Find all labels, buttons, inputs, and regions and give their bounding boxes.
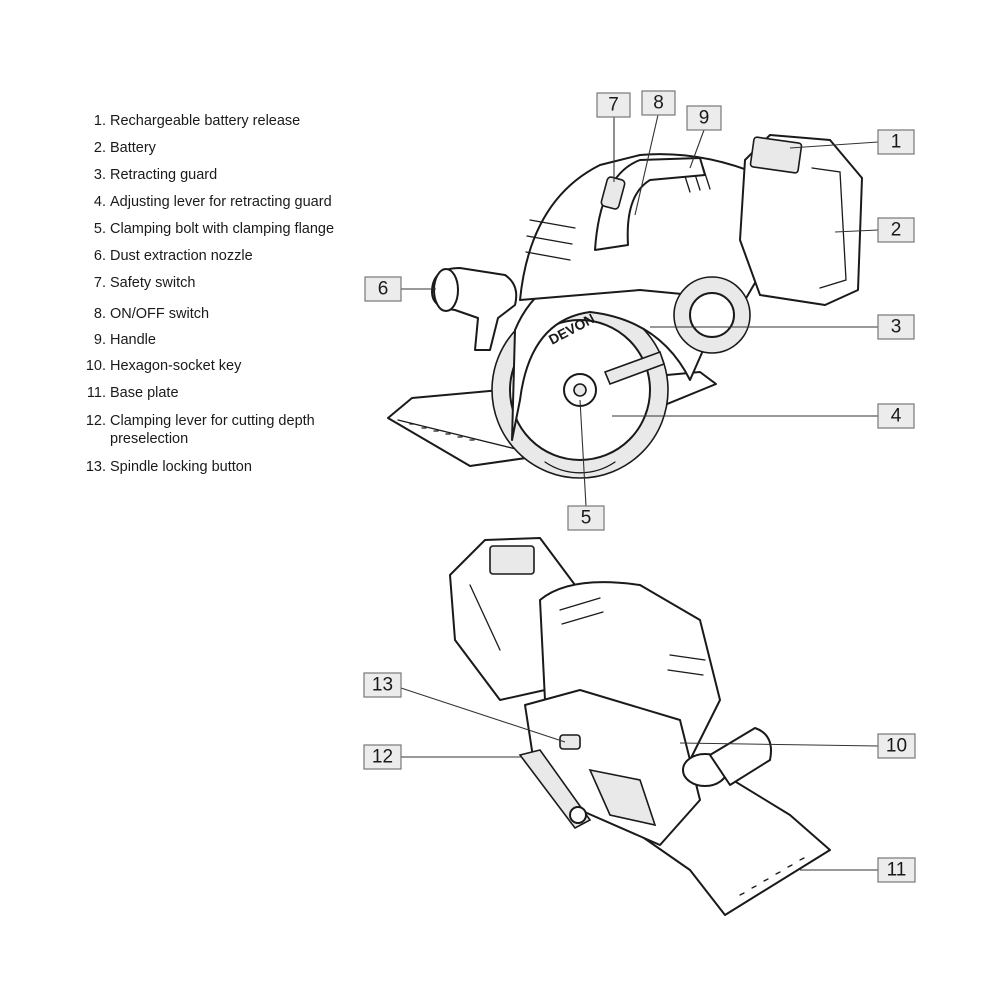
legend-item-11: 11.Base plate [86, 385, 179, 401]
legend-item-9: 9.Handle [93, 332, 156, 348]
legend-item-13: 13.Spindle locking button [85, 459, 252, 475]
callout-1: 1 [877, 129, 915, 155]
circular-saw-side-view-icon: DEVON [387, 134, 863, 479]
svg-text:13: 13 [372, 675, 393, 696]
svg-text:7: 7 [608, 95, 619, 116]
legend-item-4: 4.Adjusting lever for retracting guard [93, 194, 332, 210]
svg-text:1: 1 [891, 132, 902, 153]
callout-13: 13 [363, 672, 402, 698]
svg-text:3: 3 [891, 317, 902, 338]
callout-2: 2 [877, 217, 915, 243]
legend-item-3: 3.Retracting guard [93, 167, 218, 183]
callout-6: 6 [364, 276, 402, 302]
legend-item-8: 8.ON/OFF switch [93, 306, 210, 322]
legend-item-1: 1.Rechargeable battery release [93, 113, 301, 129]
circular-saw-rear-view-icon [449, 537, 831, 916]
svg-text:5: 5 [581, 508, 592, 529]
callout-4: 4 [877, 403, 915, 429]
callout-5: 5 [567, 505, 605, 531]
callout-12: 12 [363, 744, 402, 770]
legend-item-5: 5.Clamping bolt with clamping flange [93, 221, 335, 237]
callout-9: 9 [686, 105, 722, 131]
svg-text:6: 6 [378, 279, 389, 300]
svg-text:4: 4 [891, 406, 902, 427]
svg-text:10: 10 [886, 736, 907, 757]
callout-11: 11 [877, 857, 916, 883]
legend-item-6: 6.Dust extraction nozzle [93, 248, 253, 264]
callout-8: 8 [641, 90, 676, 116]
leader-lines [400, 114, 879, 871]
legend-item-7: 7.Safety switch [93, 275, 196, 291]
svg-text:9: 9 [699, 108, 710, 129]
svg-text:8: 8 [653, 93, 664, 114]
legend-item-2: 2.Battery [93, 140, 156, 156]
svg-text:12: 12 [372, 747, 393, 768]
legend-item-10: 10.Hexagon-socket key [85, 358, 242, 374]
legend-item-12: 12.Clamping lever for cutting depth pres… [85, 413, 315, 447]
callout-10: 10 [877, 733, 916, 759]
callout-7: 7 [596, 92, 631, 118]
svg-text:11: 11 [887, 860, 907, 881]
callout-3: 3 [877, 314, 915, 340]
svg-text:2: 2 [891, 220, 902, 241]
